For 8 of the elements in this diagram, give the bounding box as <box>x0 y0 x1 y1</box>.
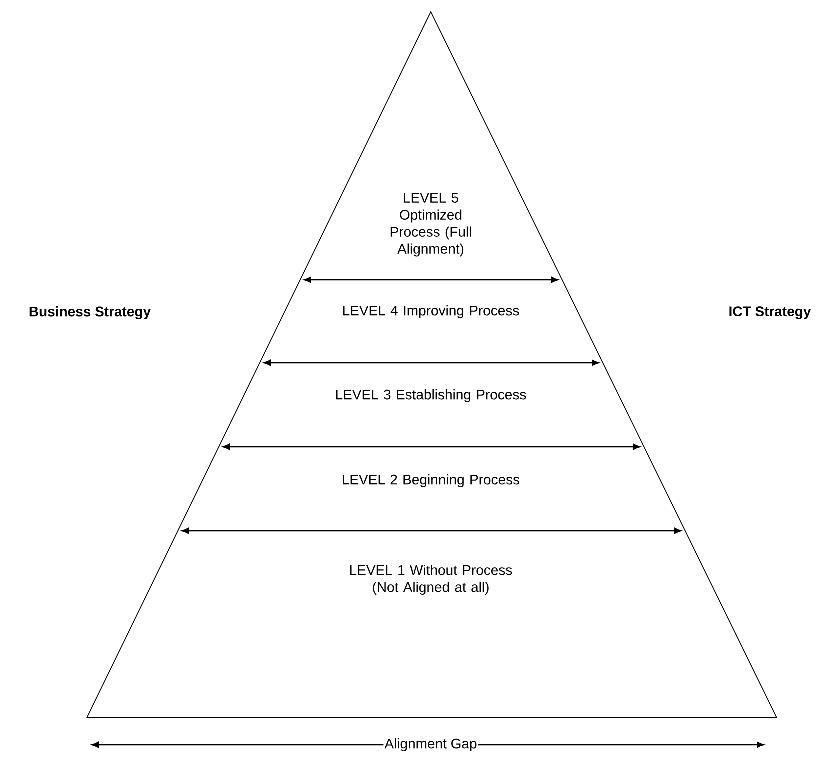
level-label: LEVEL 5 Optimized Process (Full Alignment) <box>390 193 472 257</box>
side-label: ICT Strategy <box>730 306 812 320</box>
side-label: Business Strategy <box>30 306 151 320</box>
level-label: LEVEL 3 Establishing Process <box>336 389 526 403</box>
level-label: LEVEL 4 Improving Process <box>343 305 520 319</box>
dimension-label: Alignment Gap <box>384 737 478 753</box>
level-label: LEVEL 1 Without Process (Not Aligned at all) <box>350 564 512 596</box>
level-label: LEVEL 2 Beginning Process <box>343 474 520 488</box>
